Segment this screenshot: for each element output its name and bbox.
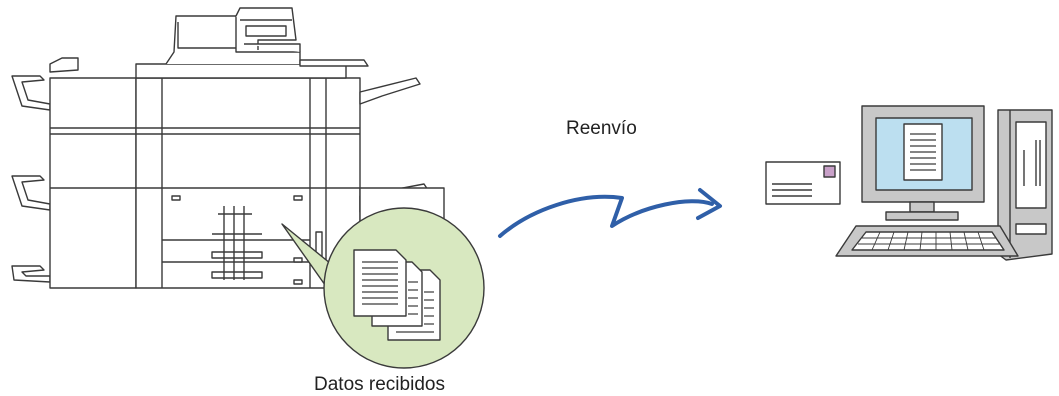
printer-icon [11, 7, 445, 289]
forward-arrow [498, 188, 722, 238]
envelope-icon [765, 161, 841, 205]
computer-icon [835, 105, 1053, 261]
forward-label: Reenvío [566, 118, 637, 139]
received-data-label: Datos recibidos [314, 374, 445, 395]
documents-icon [353, 249, 441, 341]
